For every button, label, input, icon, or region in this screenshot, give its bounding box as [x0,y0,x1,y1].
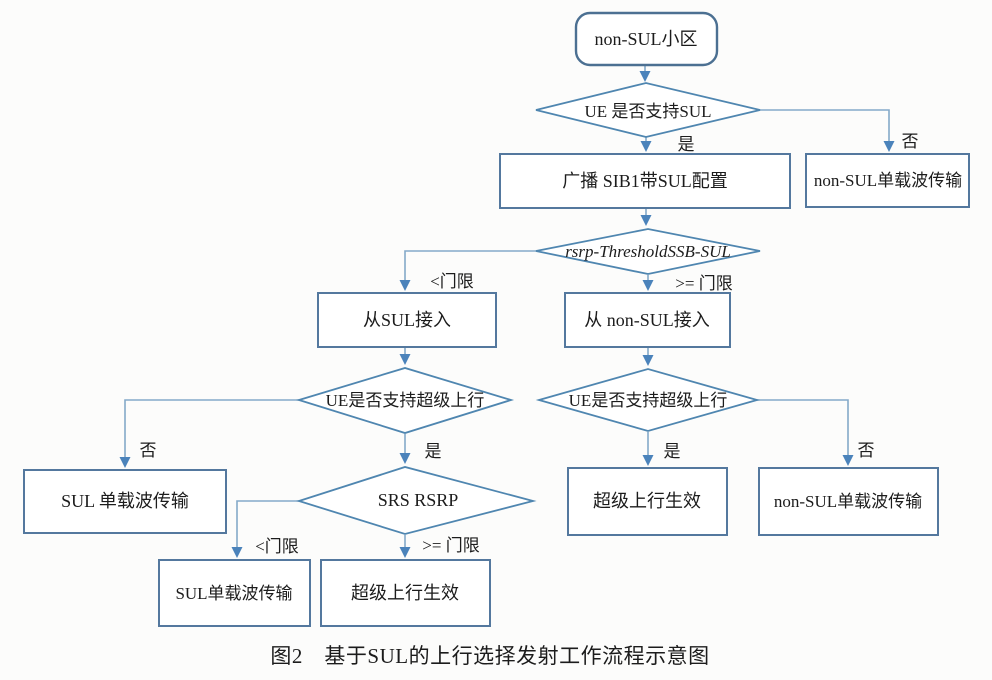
node-nonsul-single-bottom: non-SUL单载波传输 [758,467,939,536]
sul-single-left-label: SUL 单载波传输 [61,491,189,511]
super-effect-right-shape [567,467,728,536]
sul-access-label: 从SUL接入 [363,310,451,330]
node-decision-ue-sul: UE 是否支持SUL [535,82,761,138]
node-decision-super-right: UE是否支持超级上行 [535,368,761,432]
node-nonsul-access: 从 non-SUL接入 [564,292,731,348]
edge-labels: 是 否 <门限 >= 门限 否 是 是 否 <门限 >= 门限 [140,132,919,556]
connector-ue-sul-no [760,109,895,152]
nonsul-single-top-label: non-SUL单载波传输 [814,171,962,190]
node-super-effect-bottom: 超级上行生效 [320,559,491,627]
edge-label-lt-threshold-1: <门限 [430,272,474,291]
sul-single-bottom-shape [158,559,311,627]
broadcast-sib1-shape [499,153,791,209]
nonsul-single-bottom-label: non-SUL单载波传输 [774,492,922,511]
decision-super-right-label: UE是否支持超级上行 [569,391,728,410]
decision-srs-shape [296,466,537,535]
connector-rsrp-lt [399,250,536,291]
nonsul-single-bottom-shape [758,467,939,536]
decision-super-left-label: UE是否支持超级上行 [326,391,485,410]
node-decision-rsrp-threshold: rsrp-ThresholdSSB-SUL [535,228,761,275]
node-sul-single-bottom: SUL单载波传输 [158,559,311,627]
node-sul-single-left: SUL 单载波传输 [23,469,227,534]
nonsul-access-label: 从 non-SUL接入 [584,310,710,330]
edge-label-no-2: 否 [140,441,157,460]
node-decision-srs-rsrp: SRS RSRP [296,466,537,535]
super-effect-right-label: 超级上行生效 [593,491,701,511]
node-nonsul-single-top: non-SUL单载波传输 [805,153,970,208]
edge-label-lt-threshold-2: <门限 [255,537,299,556]
decision-ue-sul-label: UE 是否支持SUL [584,102,711,121]
node-decision-super-left: UE是否支持超级上行 [295,367,515,434]
edge-label-ge-threshold-2: >= 门限 [422,536,479,555]
nonsul-single-top-shape [805,153,970,208]
decision-super-right-shape [535,368,761,432]
super-effect-bottom-shape [320,559,491,627]
edge-label-ge-threshold-1: >= 门限 [675,274,732,293]
node-broadcast-sib1: 广播 SIB1带SUL配置 [499,153,791,209]
start-label: non-SUL小区 [595,29,698,49]
decision-rsrp-shape [535,228,761,275]
node-sul-access: 从SUL接入 [317,292,497,348]
edge-label-no-3: 否 [858,441,875,460]
edge-label-yes-2: 是 [425,442,442,461]
sul-single-bottom-label: SUL单载波传输 [175,584,292,603]
decision-rsrp-label: rsrp-ThresholdSSB-SUL [565,242,731,261]
super-effect-bottom-label: 超级上行生效 [351,583,459,603]
connector-super-right-no [757,399,854,466]
broadcast-sib1-label: 广播 SIB1带SUL配置 [562,171,728,191]
node-start: non-SUL小区 [574,11,719,67]
connectors [119,66,895,558]
decision-ue-sul-shape [535,82,761,138]
nonsul-access-shape [564,292,731,348]
edge-label-yes-1: 是 [678,135,695,154]
connector-srs-lt [231,500,299,558]
node-super-effect-right: 超级上行生效 [567,467,728,536]
decision-super-left-shape [295,367,515,434]
sul-single-left-shape [23,469,227,534]
edge-label-yes-3: 是 [664,442,681,461]
decision-srs-label: SRS RSRP [378,490,459,510]
sul-access-shape [317,292,497,348]
connector-super-left-no [119,399,299,468]
start-terminator-shape [574,11,719,67]
figure-caption: 图2 基于SUL的上行选择发射工作流程示意图 [270,644,709,668]
edge-label-no-1: 否 [902,132,919,151]
